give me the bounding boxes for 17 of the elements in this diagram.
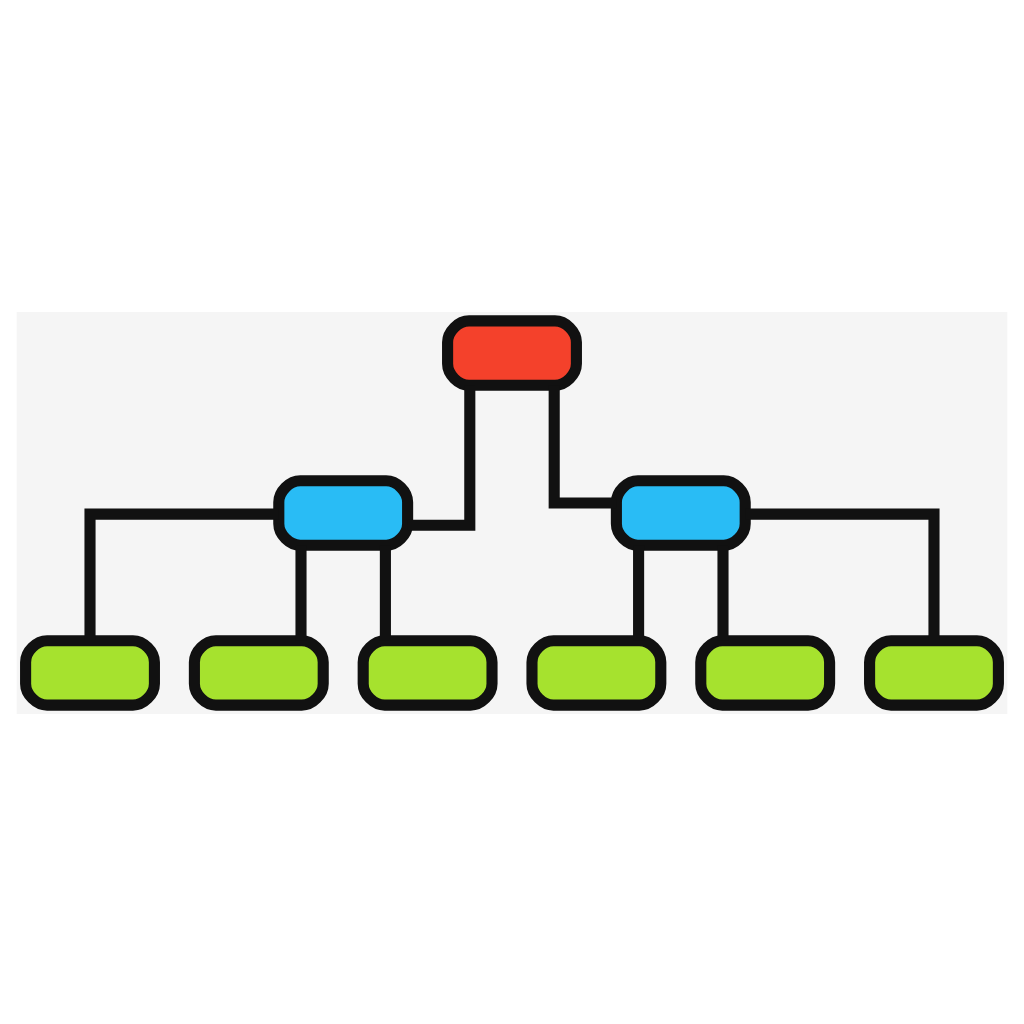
node-box xyxy=(273,474,414,550)
node-box xyxy=(610,474,751,550)
connector xyxy=(633,544,645,640)
node-box xyxy=(695,634,836,710)
connector xyxy=(717,544,729,640)
connector xyxy=(548,384,616,508)
connector xyxy=(745,507,940,639)
connector xyxy=(379,544,391,640)
connector xyxy=(408,384,476,530)
node-box xyxy=(442,314,582,390)
connector xyxy=(295,544,307,640)
node-box xyxy=(20,634,160,710)
connector xyxy=(84,507,279,639)
node-box xyxy=(526,634,667,710)
node-box xyxy=(357,634,498,710)
node-box xyxy=(864,634,1004,710)
node-box xyxy=(188,634,329,710)
